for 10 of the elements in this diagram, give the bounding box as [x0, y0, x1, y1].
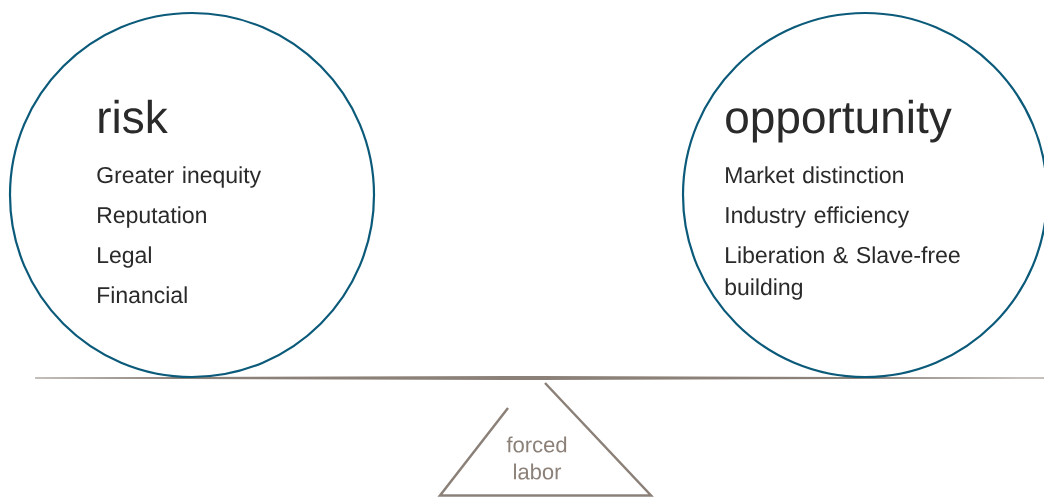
list-item: Legal: [98, 246, 151, 268]
list-item: Liberation & Slave-free building: [725, 246, 960, 300]
list-item: Reputation: [98, 206, 206, 228]
list-item: Financial: [98, 286, 187, 304]
list-item: Market distinction: [726, 166, 903, 184]
heading: opportunity: [726, 99, 952, 143]
heading: risk: [99, 99, 168, 134]
list-item: Greater inequity: [97, 166, 262, 188]
list-item: Industry efficiency: [726, 206, 910, 228]
fulcrum-label: forced labor: [506, 436, 567, 480]
